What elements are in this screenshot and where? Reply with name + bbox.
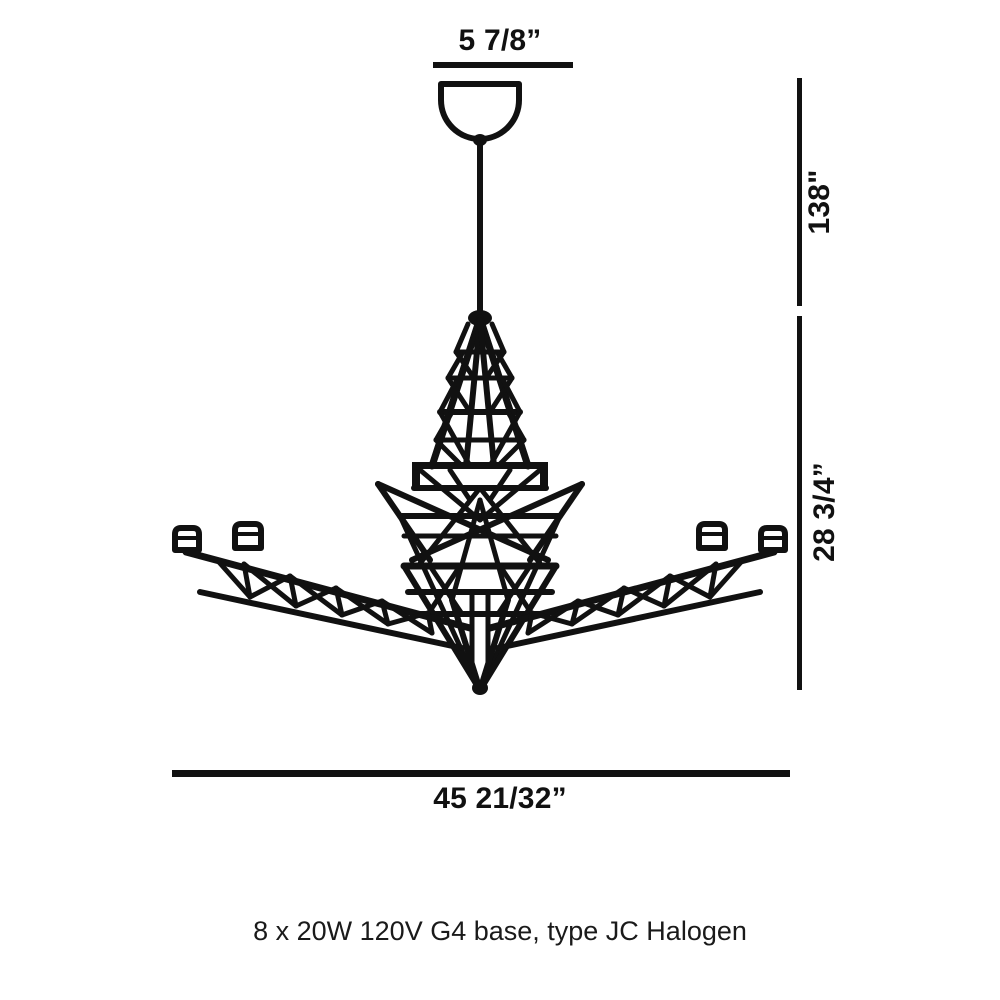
ceiling-canopy: [438, 81, 522, 142]
suspension-cable: [473, 134, 487, 319]
lamp-sockets: [172, 521, 788, 553]
horizontal-dimension-line: [172, 770, 790, 777]
lamp-specification-caption: 8 x 20W 120V G4 base, type JC Halogen: [253, 916, 747, 946]
socket-ribbing: [173, 532, 787, 540]
central-star-body: [375, 462, 585, 695]
upper-lattice-tower: [428, 310, 532, 470]
vertical-dimension-line: [797, 78, 802, 690]
drop-height-dimension-label: 138": [803, 169, 836, 235]
ceiling-reference-line: [433, 62, 573, 68]
left-truss-arm: [182, 548, 474, 651]
right-truss-arm: [486, 548, 778, 651]
canopy-width-dimension-label: 5 7/8”: [458, 24, 542, 57]
fixture-height-dimension-label: 28 3/4”: [808, 462, 841, 562]
overall-width-dimension-label: 45 21/32”: [433, 782, 567, 815]
